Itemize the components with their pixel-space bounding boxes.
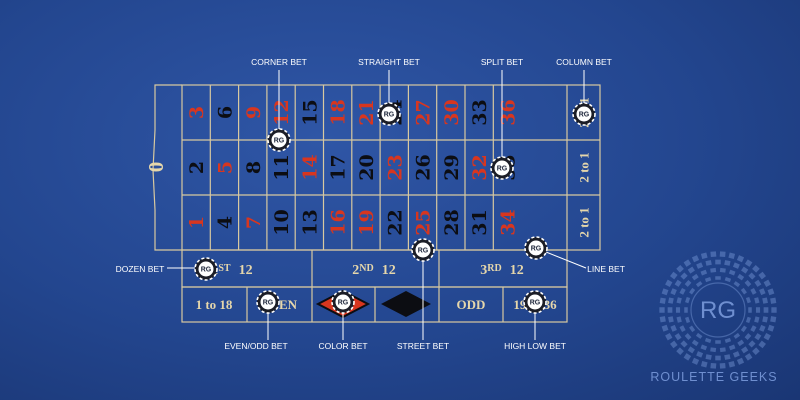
- number-cell: 7: [243, 216, 265, 229]
- number-cell: 29: [441, 154, 463, 180]
- roulette-geeks-logo: RG ROULETTE GEEKS: [650, 251, 777, 384]
- number-cell: 15: [299, 99, 321, 125]
- label-line-bet: LINE BET: [587, 264, 625, 274]
- chip-even-odd-bet: RG: [256, 290, 280, 314]
- number-cell: 9: [243, 106, 265, 119]
- label-dozen-bet: DOZEN BET: [116, 264, 165, 274]
- number-cell: 5: [214, 161, 236, 174]
- number-cell: 21: [356, 99, 378, 125]
- odd-label: ODD: [457, 297, 486, 312]
- number-cell: 6: [214, 106, 236, 119]
- label-column-bet: COLUMN BET: [556, 57, 612, 67]
- low-label: 1 to 18: [196, 297, 233, 312]
- number-cell: 30: [441, 99, 463, 125]
- label-corner-bet: CORNER BET: [251, 57, 307, 67]
- number-cell: 22: [384, 209, 406, 235]
- logo-ring: [659, 251, 777, 369]
- chip-line-bet: RG: [524, 236, 548, 260]
- number-cell: 36: [497, 99, 519, 125]
- chip-label: RG: [201, 267, 212, 274]
- number-cell: 31: [469, 209, 491, 235]
- number-cell: 8: [243, 161, 265, 174]
- chip-label: RG: [531, 246, 542, 253]
- chip-dozen-bet: RG: [194, 257, 218, 281]
- number-cell: 27: [413, 99, 435, 125]
- number-cell: 32: [469, 154, 491, 180]
- chip-label: RG: [497, 166, 508, 173]
- number-cell: 4: [214, 216, 236, 229]
- number-cell: 33: [469, 99, 491, 125]
- chip-label: RG: [338, 300, 349, 307]
- chip-split-bet: RG: [490, 156, 514, 180]
- label-even-odd-bet: EVEN/ODD BET: [224, 341, 287, 351]
- number-cell: 18: [328, 99, 350, 125]
- number-cell: 25: [413, 209, 435, 235]
- logo-text: ROULETTE GEEKS: [650, 370, 777, 384]
- number-cell: 1: [186, 216, 208, 229]
- number-cell: 20: [356, 154, 378, 180]
- chip-label: RG: [530, 300, 541, 307]
- number-cell: 12: [271, 99, 293, 125]
- zero-cell: 0: [144, 162, 168, 173]
- chips: RG RG RG RG RG RG RG RG RG RG: [194, 102, 596, 314]
- number-cell: 13: [299, 209, 321, 235]
- chip-label: RG: [263, 300, 274, 307]
- chip-label: RG: [579, 112, 590, 119]
- label-high-low-bet: HIGH LOW BET: [504, 341, 566, 351]
- number-cell: 2: [186, 161, 208, 174]
- bet-labels: CORNER BET STRAIGHT BET SPLIT BET COLUMN…: [116, 57, 625, 351]
- number-cell: 28: [441, 209, 463, 235]
- label-street-bet: STREET BET: [397, 341, 449, 351]
- number-cell: 19: [356, 209, 378, 235]
- chip-label: RG: [274, 138, 285, 145]
- chip-color-bet: RG: [331, 290, 355, 314]
- number-cell: 14: [299, 154, 321, 180]
- label-color-bet: COLOR BET: [318, 341, 367, 351]
- number-cell: 34: [497, 209, 519, 235]
- chip-street-bet: RG: [411, 238, 435, 262]
- number-cell: 23: [384, 154, 406, 180]
- number-cell: 11: [271, 154, 293, 180]
- chip-corner-bet: RG: [267, 128, 291, 152]
- number-cell: 26: [413, 154, 435, 180]
- logo-initials: RG: [700, 297, 736, 324]
- chip-label: RG: [418, 248, 429, 255]
- number-cell: 10: [271, 209, 293, 235]
- number-cell: 3: [186, 106, 208, 119]
- chip-label: RG: [384, 112, 395, 119]
- column-label: 2 to 1: [577, 152, 592, 182]
- number-cell: 16: [328, 209, 350, 235]
- chip-straight-bet: RG: [377, 102, 401, 126]
- chip-column-bet: RG: [572, 102, 596, 126]
- board-outline: [152, 84, 182, 251]
- label-straight-bet: STRAIGHT BET: [358, 57, 420, 67]
- column-label: 2 to 1: [577, 207, 592, 237]
- roulette-board: 0369121518212427303336258111417202326293…: [144, 84, 601, 323]
- number-cell: 17: [328, 154, 350, 180]
- chip-high-low-bet: RG: [523, 290, 547, 314]
- black-diamond: [381, 291, 431, 317]
- label-split-bet: SPLIT BET: [481, 57, 523, 67]
